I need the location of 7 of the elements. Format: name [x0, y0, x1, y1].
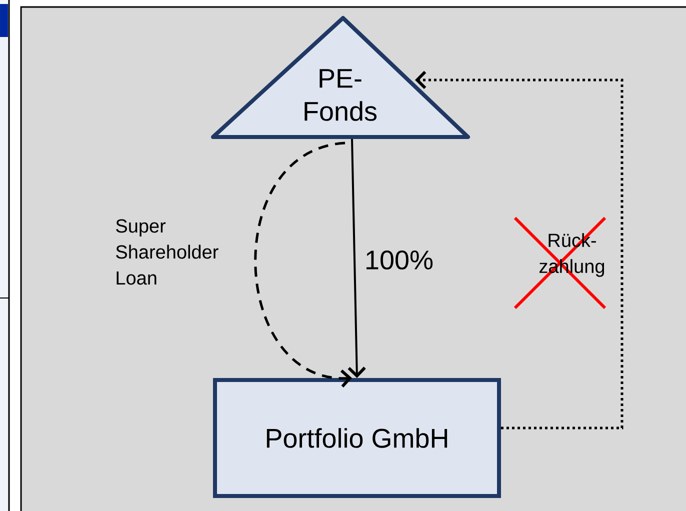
arrow	[348, 138, 366, 378]
fund-triangle: PE- Fonds	[211, 16, 470, 139]
edge-label: Super Shareholder Loan	[116, 219, 218, 285]
arrow	[254, 142, 352, 388]
arrow	[415, 70, 624, 430]
edge-label: 100%	[366, 250, 433, 270]
company-box: Portfolio GmbH	[213, 378, 501, 498]
